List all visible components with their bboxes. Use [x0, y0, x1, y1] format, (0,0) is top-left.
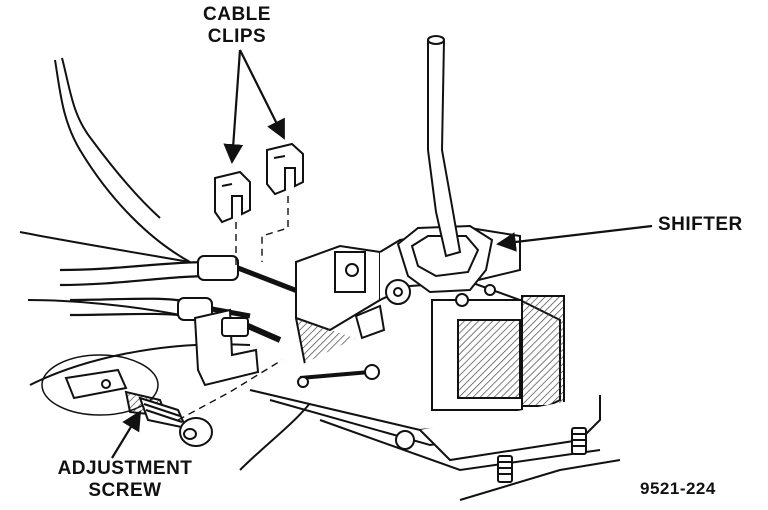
figure-number: 9521-224: [640, 479, 716, 498]
cable-clips-label-line2: CLIPS: [207, 26, 267, 47]
cable-clip-right: [266, 142, 304, 196]
cable-ferrules: [177, 255, 301, 321]
shifter-label: SHIFTER: [658, 214, 743, 235]
shift-linkage: [297, 279, 496, 450]
shifter-housing: [249, 226, 601, 472]
clip-install-lines: [235, 196, 289, 266]
mounting-studs: [497, 427, 587, 483]
adjustment-screw-assembly: [41, 354, 283, 447]
cable-bracket: [193, 308, 282, 387]
cable-clips-label: CABLE CLIPS: [192, 4, 282, 48]
adjustment-screw-label: ADJUSTMENT SCREW: [50, 458, 200, 502]
cable-clips-label-line1: CABLE: [203, 4, 271, 25]
leader-arrows: [111, 49, 653, 459]
adjustment-screw-label-line1: ADJUSTMENT: [57, 458, 193, 479]
cable-clip-left: [214, 170, 251, 224]
adjustment-screw-label-line2: SCREW: [88, 480, 162, 501]
shifter-lever: [396, 35, 494, 294]
floor-panel-outline: [19, 57, 621, 501]
